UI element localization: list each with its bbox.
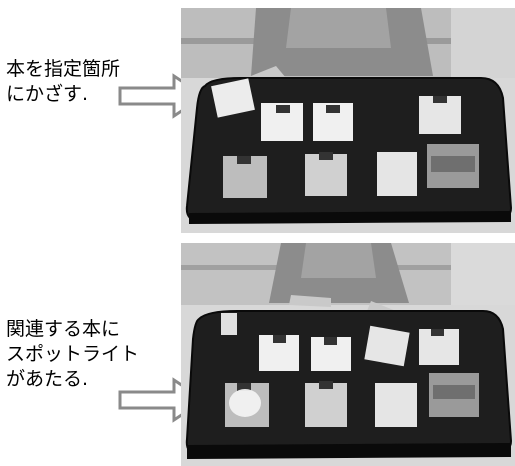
caption-spotlight: 関連する本に スポットライト があたる. xyxy=(6,318,140,390)
photo-spotlight xyxy=(181,243,515,466)
spotlight xyxy=(229,389,261,417)
book xyxy=(305,154,347,196)
caption-hold-book: 本を指定箇所 にかざす. xyxy=(6,58,121,105)
held-book xyxy=(364,325,410,367)
book xyxy=(375,383,417,427)
held-book xyxy=(211,78,255,118)
book xyxy=(377,152,417,196)
book xyxy=(305,383,347,427)
photo-hold-book xyxy=(181,8,515,233)
